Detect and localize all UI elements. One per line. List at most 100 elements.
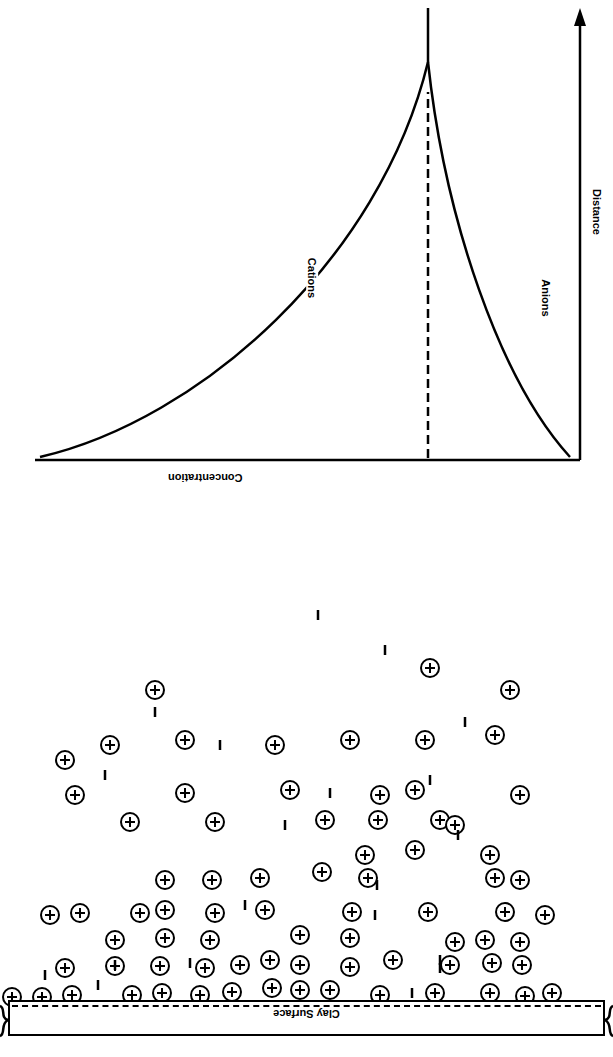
cation-symbol — [155, 961, 165, 971]
cation-symbol — [480, 935, 490, 945]
cation-symbol — [419, 903, 437, 921]
cation-symbol — [176, 731, 194, 749]
cation-symbol — [384, 951, 402, 969]
surface-charge-line — [12, 1005, 601, 1007]
cation-symbol — [476, 931, 494, 949]
cation-symbol — [430, 988, 440, 998]
cation-symbol — [485, 988, 495, 998]
brace-right — [605, 1006, 613, 1020]
cation-symbol — [131, 904, 149, 922]
anion-symbol — [219, 740, 222, 750]
cation-symbol — [75, 908, 85, 918]
cation-symbol — [281, 781, 299, 799]
cation-symbol — [375, 990, 385, 1000]
anion-symbol — [429, 775, 432, 785]
cation-symbol — [263, 979, 281, 997]
anion-symbol — [439, 955, 442, 965]
cation-symbol — [486, 726, 504, 744]
cation-symbol — [156, 871, 174, 889]
cation-symbol — [106, 931, 124, 949]
cation-symbol — [110, 935, 120, 945]
cation-symbol — [369, 811, 387, 829]
cation-symbol — [227, 987, 237, 997]
cation-symbol — [441, 956, 459, 974]
cation-symbol — [291, 926, 309, 944]
cation-symbol — [261, 951, 279, 969]
node-label: Clay Surface — [10, 1002, 603, 1030]
cation-symbol — [70, 790, 80, 800]
anion-symbol — [376, 880, 379, 890]
cation-symbol — [416, 731, 434, 749]
cation-symbol — [157, 988, 167, 998]
clay-surface-band: Clay Surface — [8, 1000, 605, 1036]
cation-curve — [40, 8, 428, 457]
cation-symbol — [106, 957, 124, 975]
cation-symbol — [180, 735, 190, 745]
anion-symbol — [104, 770, 107, 780]
cation-symbol — [210, 817, 220, 827]
curve-label: Anions — [540, 277, 552, 318]
cation-symbol — [500, 907, 510, 917]
cation-symbol — [483, 954, 501, 972]
cation-symbol — [515, 937, 525, 947]
cation-symbol — [235, 960, 245, 970]
axis-title: Concentration — [166, 472, 245, 484]
cation-symbol — [343, 903, 361, 921]
cation-symbol — [295, 960, 305, 970]
cation-symbol — [285, 785, 295, 795]
cation-symbol — [151, 957, 169, 975]
cation-symbol — [486, 869, 504, 887]
cation-symbol — [255, 873, 265, 883]
anion-symbol — [189, 958, 192, 968]
cation-symbol — [267, 983, 277, 993]
cation-symbol — [341, 929, 359, 947]
brace-right — [605, 1020, 613, 1036]
cation-symbol — [60, 755, 70, 765]
anion-symbol — [244, 900, 247, 910]
cation-symbol — [56, 959, 74, 977]
anion-symbol — [114, 960, 117, 970]
cation-symbol — [406, 841, 424, 859]
cation-symbol — [320, 815, 330, 825]
cation-symbol — [156, 901, 174, 919]
cation-symbol — [515, 875, 525, 885]
cation-symbol — [513, 956, 531, 974]
cation-symbol — [201, 931, 219, 949]
cation-symbol — [223, 983, 241, 1001]
cation-symbol — [485, 850, 495, 860]
cation-symbol — [445, 960, 455, 970]
cation-symbol — [200, 963, 210, 973]
cation-symbol — [231, 956, 249, 974]
cation-symbol — [110, 961, 120, 971]
concentration-axis — [35, 459, 580, 462]
anion-symbol — [284, 820, 287, 830]
anion-curve — [428, 62, 570, 457]
cation-symbol — [450, 820, 460, 830]
cation-symbol — [291, 981, 309, 999]
anion-symbol — [44, 970, 47, 980]
axis-title: Distance — [591, 187, 603, 237]
distance-axis — [579, 22, 582, 460]
anion-symbol — [329, 788, 332, 798]
cation-symbol — [295, 985, 305, 995]
cation-symbol — [446, 816, 464, 834]
cation-symbol — [421, 659, 439, 677]
cation-symbol — [60, 963, 70, 973]
brace-left — [0, 1006, 8, 1020]
cation-symbol — [347, 907, 357, 917]
cation-symbol — [196, 959, 214, 977]
cation-symbol — [256, 901, 274, 919]
curve-label: Cations — [306, 256, 318, 300]
cation-symbol — [505, 685, 515, 695]
cation-symbol — [406, 781, 424, 799]
cation-symbol — [517, 960, 527, 970]
cation-symbol — [176, 784, 194, 802]
cation-symbol — [321, 981, 339, 999]
cation-symbol — [375, 790, 385, 800]
cation-symbol — [146, 681, 164, 699]
cation-symbol — [127, 990, 137, 1000]
cation-symbol — [265, 955, 275, 965]
cation-symbol — [135, 908, 145, 918]
cation-symbol — [295, 930, 305, 940]
